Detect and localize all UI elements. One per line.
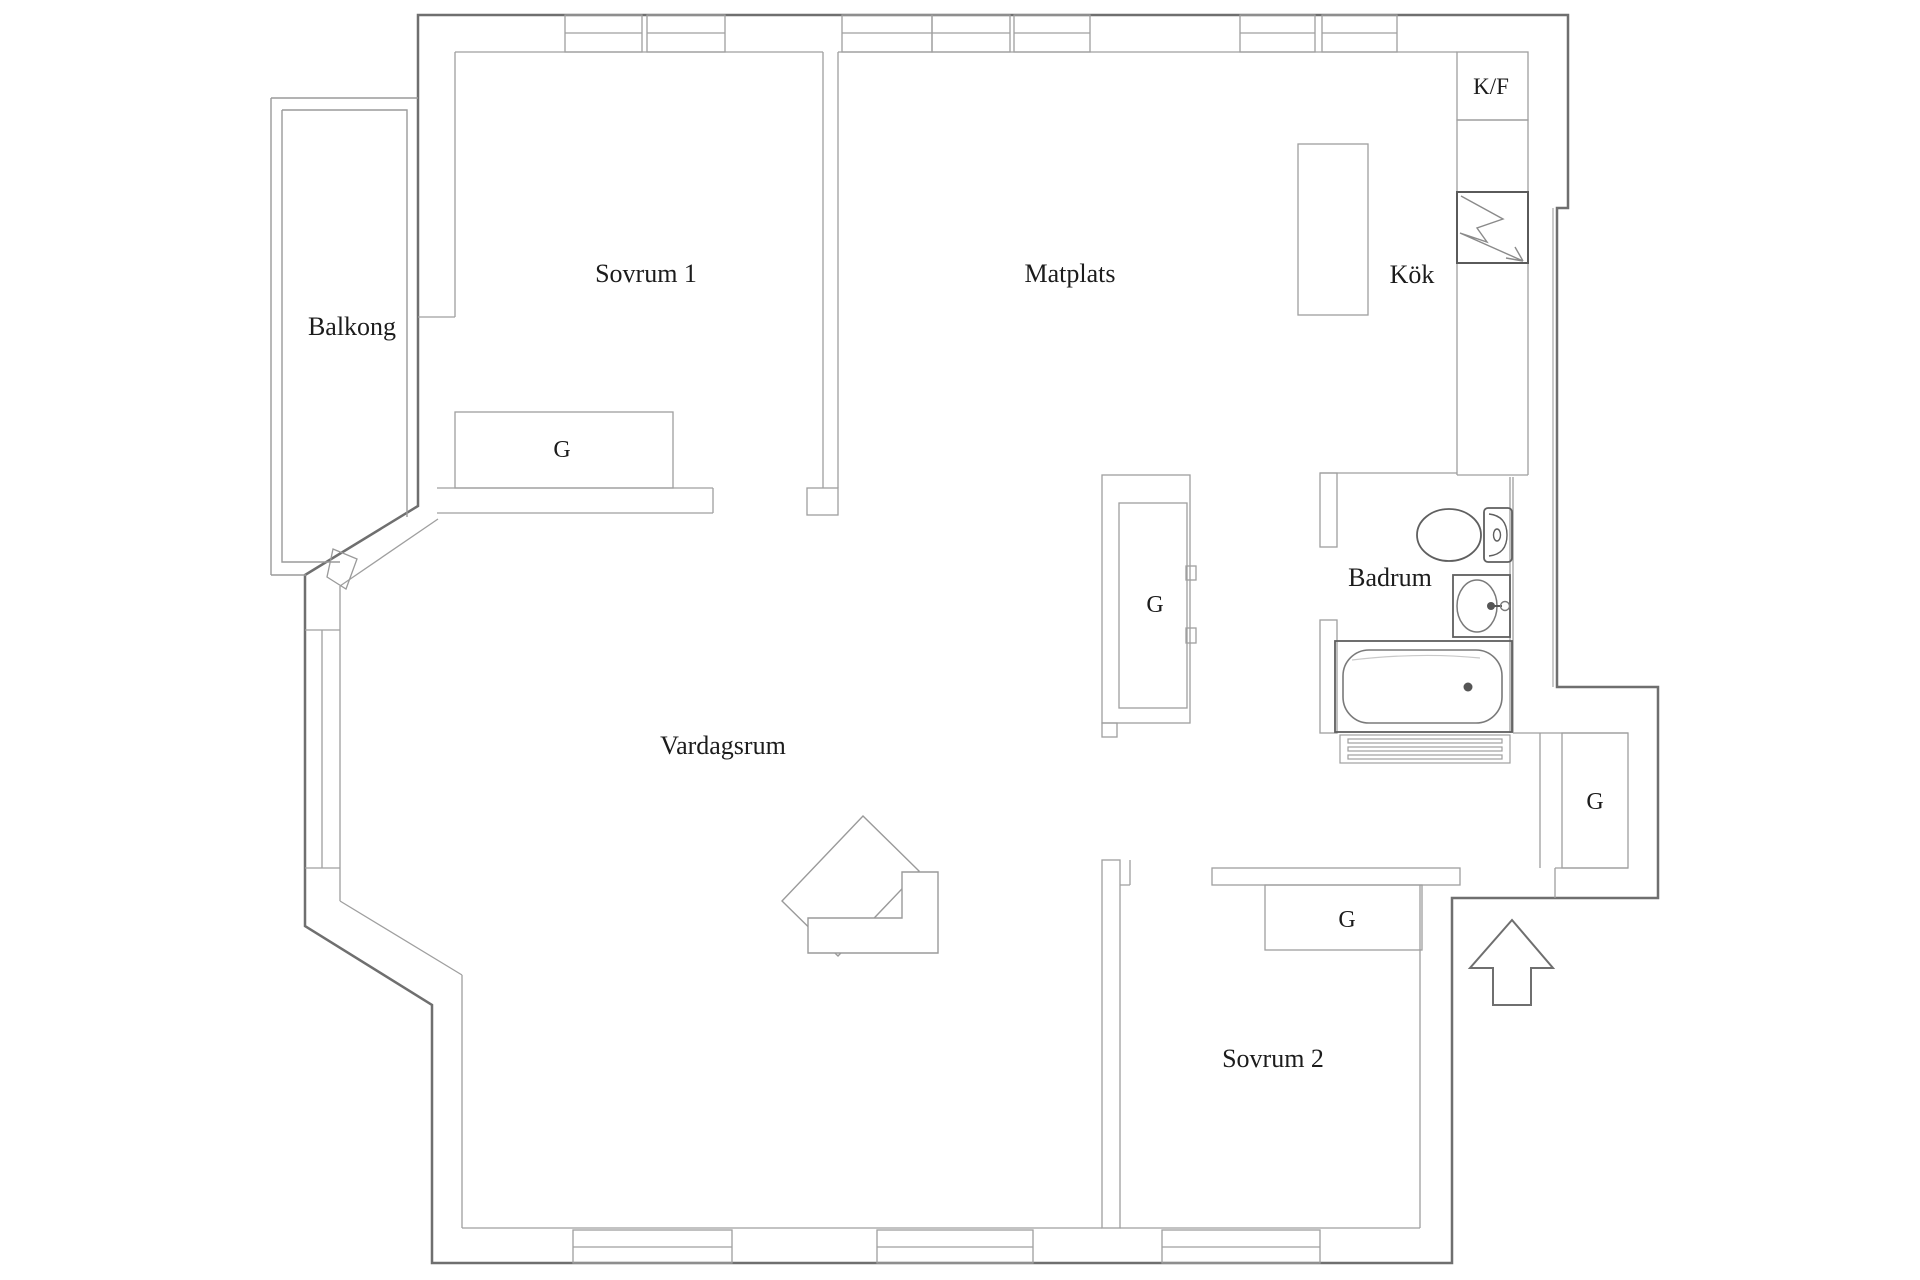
kitchen-cabinets: [1456, 51, 1529, 476]
wardrobe-label-sovrum1: G: [553, 437, 570, 463]
wardrobe-label-sovrum2: G: [1338, 907, 1355, 933]
room-label-badrum: Badrum: [1348, 563, 1432, 592]
room-label-matplats: Matplats: [1025, 259, 1116, 288]
room-label-sovrum2: Sovrum 2: [1222, 1044, 1324, 1073]
sovrum1-closet: [454, 411, 674, 489]
bottom-windows: [462, 1227, 1420, 1264]
toilet-icon: [1416, 507, 1513, 563]
hall-closet-walls: [1539, 732, 1629, 898]
wardrobe-label-central: G: [1146, 592, 1163, 618]
sink-icon: [1452, 574, 1511, 638]
bay-upper-diagonal-inner: [339, 518, 439, 587]
door-leaf-icon: [326, 548, 358, 590]
stove-lightning-icon: [1459, 195, 1524, 262]
top-windows: [455, 14, 1457, 53]
room-label-kf: K/F: [1473, 74, 1509, 99]
bay-window: [305, 586, 463, 1228]
stove-box: [1456, 191, 1529, 264]
room-label-kok: Kök: [1390, 260, 1435, 289]
radiator-icon: [1339, 734, 1511, 764]
outer-wall: [303, 13, 1660, 1265]
room-label-sovrum1: Sovrum 1: [595, 259, 697, 288]
dining-table: [1297, 143, 1369, 316]
sovrum2-walls: [1101, 859, 1461, 1229]
room-label-vardagsrum: Vardagsrum: [660, 731, 786, 760]
fireplace-icon: [781, 815, 939, 957]
balcony-rail: [270, 97, 418, 576]
wardrobe-label-hall: G: [1586, 789, 1603, 815]
entrance-arrow-icon: [1467, 918, 1556, 1006]
badrum-walls: [1319, 472, 1628, 734]
bathtub-icon: [1334, 640, 1513, 733]
central-wardrobe: [1101, 474, 1197, 738]
room-label-balkong: Balkong: [308, 312, 396, 341]
